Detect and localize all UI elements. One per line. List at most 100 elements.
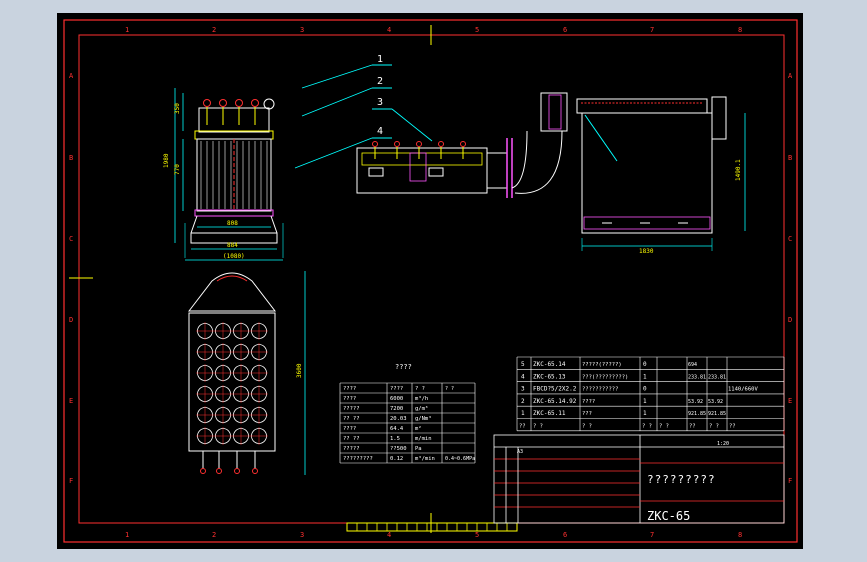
svg-text:1140/660V: 1140/660V bbox=[728, 387, 758, 393]
svg-text:???(?????????): ???(?????????) bbox=[582, 374, 628, 380]
zone-row-left-E: E bbox=[69, 397, 73, 405]
parts-header-cell: ? ? bbox=[659, 424, 669, 430]
zone-col-bottom-3: 3 bbox=[300, 531, 304, 539]
zone-row-right-D: D bbox=[788, 316, 792, 324]
zone-row-left-B: B bbox=[69, 154, 73, 162]
svg-text:5: 5 bbox=[521, 361, 525, 368]
svg-text:1: 1 bbox=[643, 398, 647, 405]
zone-row-right-C: C bbox=[788, 235, 792, 243]
svg-text:g/Nm³: g/Nm³ bbox=[415, 415, 432, 422]
parts-header-cell: ?? bbox=[519, 424, 526, 430]
svg-text:20.03: 20.03 bbox=[390, 416, 407, 422]
parts-header-cell: ?? bbox=[729, 424, 736, 430]
valve-icon bbox=[460, 141, 466, 147]
zone-col-top-3: 3 bbox=[300, 26, 304, 34]
gauge-icon bbox=[263, 98, 275, 110]
valve-icon bbox=[372, 141, 378, 147]
valve-icon bbox=[251, 99, 259, 107]
svg-text:m/min: m/min bbox=[415, 436, 432, 442]
svg-text:1: 1 bbox=[521, 410, 525, 417]
zone-col-bottom-7: 7 bbox=[650, 531, 654, 539]
svg-text:???????????: ??????????? bbox=[582, 387, 618, 393]
svg-text:?? ??: ?? ?? bbox=[343, 416, 360, 422]
zone-col-top-7: 7 bbox=[650, 26, 654, 34]
valve-icon bbox=[235, 99, 243, 107]
svg-text:?????(?????): ?????(?????) bbox=[582, 362, 622, 368]
svg-text:53.92: 53.92 bbox=[688, 399, 703, 405]
svg-text:???: ??? bbox=[582, 411, 592, 417]
svg-text:921.85: 921.85 bbox=[708, 411, 726, 417]
valve-icon bbox=[203, 99, 211, 107]
svg-text:??500: ??500 bbox=[390, 446, 407, 452]
svg-text:0: 0 bbox=[643, 386, 647, 393]
valve-icon bbox=[416, 141, 422, 147]
dim-front-base-width: 884 bbox=[227, 242, 238, 249]
svg-text:? ?: ? ? bbox=[445, 386, 454, 392]
svg-text:?? ??: ?? ?? bbox=[343, 436, 360, 442]
top-view bbox=[356, 138, 513, 198]
svg-text:53.92: 53.92 bbox=[708, 399, 723, 405]
svg-text:? ?: ? ? bbox=[415, 386, 425, 392]
outer-frame-border bbox=[63, 19, 798, 543]
zone-col-top-4: 4 bbox=[387, 26, 391, 34]
svg-text:????: ???? bbox=[582, 399, 595, 405]
valve-icon bbox=[394, 141, 400, 147]
svg-text:m³/h: m³/h bbox=[415, 395, 428, 402]
zone-col-top-8: 8 bbox=[738, 26, 742, 34]
callout-2: 2 bbox=[377, 76, 383, 87]
svg-text:1.5: 1.5 bbox=[390, 436, 400, 442]
zone-row-left-C: C bbox=[69, 235, 73, 243]
callout-3: 3 bbox=[377, 97, 383, 108]
title-block-sheet: A3 bbox=[517, 449, 523, 455]
svg-text:ZKC-65.11: ZKC-65.11 bbox=[533, 410, 566, 417]
spec-row: ?? ?? 1.5 m/min bbox=[343, 436, 432, 442]
svg-text:?????????: ????????? bbox=[343, 456, 373, 462]
svg-text:FBCD?5/2X2.2: FBCD?5/2X2.2 bbox=[533, 386, 577, 393]
zone-col-top-6: 6 bbox=[563, 26, 567, 34]
callout-1: 1 bbox=[377, 54, 383, 65]
drawing-title: ????????? bbox=[647, 473, 716, 486]
front-view bbox=[174, 88, 284, 261]
dim-side-width: 1830 bbox=[639, 248, 654, 255]
svg-text:1: 1 bbox=[643, 410, 647, 417]
svg-text:694: 694 bbox=[688, 362, 697, 368]
zone-col-top-5: 5 bbox=[475, 26, 479, 34]
spec-table-caption: ???? bbox=[395, 363, 412, 371]
callout-4: 4 bbox=[377, 126, 383, 137]
svg-text:?????: ????? bbox=[343, 406, 360, 412]
svg-text:????: ???? bbox=[343, 396, 356, 402]
svg-text:1: 1 bbox=[643, 373, 647, 380]
zone-row-left-F: F bbox=[69, 477, 73, 485]
zone-row-right-A: A bbox=[788, 72, 793, 80]
dim-section-height: 3600 bbox=[296, 363, 303, 378]
side-view bbox=[511, 92, 746, 251]
svg-text:????: ???? bbox=[390, 386, 403, 392]
callout-leaders bbox=[294, 64, 433, 169]
svg-text:0: 0 bbox=[643, 361, 647, 368]
parts-header-cell: ?? bbox=[689, 424, 696, 430]
title-block bbox=[493, 434, 785, 524]
zone-row-right-E: E bbox=[788, 397, 792, 405]
svg-text:m³/min: m³/min bbox=[415, 455, 435, 462]
dim-front-total-width: (1080) bbox=[223, 253, 245, 260]
parts-header-cell: ? ? bbox=[582, 424, 592, 430]
svg-text:g/m³: g/m³ bbox=[415, 405, 428, 412]
inner-frame-border bbox=[78, 34, 785, 524]
spec-row: ????????? ?? ? bbox=[343, 386, 454, 392]
scale-value: 1:20 bbox=[717, 441, 729, 447]
svg-text:Pa: Pa bbox=[415, 446, 422, 452]
svg-text:0.4~0.6MPa: 0.4~0.6MPa bbox=[445, 456, 475, 462]
dim-side-height: 1490.1 bbox=[735, 159, 742, 181]
